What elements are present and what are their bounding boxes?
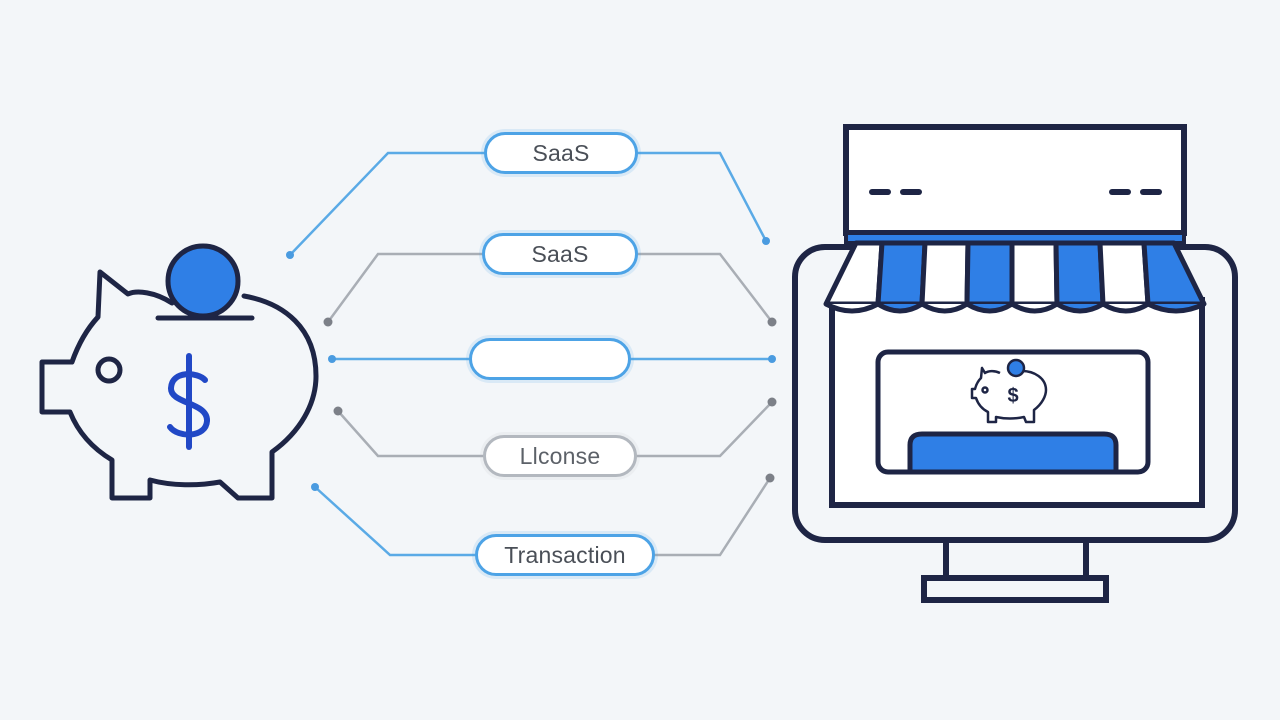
awning-scallops xyxy=(824,301,1206,314)
connector-lines xyxy=(289,151,773,557)
storefront-monitor-icon: $ xyxy=(792,124,1238,603)
endpoint-dot xyxy=(333,406,343,416)
connector-saas-second-right xyxy=(636,252,773,323)
endpoint-dot xyxy=(765,473,775,483)
endpoint-dot xyxy=(286,251,294,259)
pill-saas-top: SaaS xyxy=(484,132,638,174)
endpoint-dot xyxy=(311,483,319,491)
endpoint-dot xyxy=(767,397,777,407)
mini-piggy-bank-icon xyxy=(970,366,1048,424)
mini-dollar-sign-icon: $ xyxy=(1007,385,1018,407)
pill-transaction: Transaction xyxy=(475,534,655,576)
connector-transaction-right xyxy=(654,477,772,557)
piggy-eye xyxy=(95,356,123,384)
shop-sign-board xyxy=(843,124,1187,236)
dollar-sign-icon xyxy=(167,353,210,450)
monitor-stand xyxy=(943,543,1089,578)
pill-license: Llconse xyxy=(483,435,637,477)
piggy-body xyxy=(39,269,319,501)
monitor-base xyxy=(921,575,1109,603)
endpoint-dot xyxy=(328,355,336,363)
awning-stripes xyxy=(823,240,1207,307)
endpoint-dot xyxy=(323,317,333,327)
connector-saas-top-left xyxy=(289,151,486,256)
connector-saas-top-right xyxy=(636,151,768,242)
pill-blank xyxy=(469,338,631,380)
connector-transaction-left xyxy=(314,486,476,557)
pill-saas-second: SaaS xyxy=(482,233,638,275)
connector-endpoints xyxy=(286,237,777,491)
coin-icon xyxy=(165,243,241,319)
connector-license-right xyxy=(636,401,773,458)
endpoint-dot xyxy=(767,317,777,327)
endpoint-dot xyxy=(768,355,776,363)
endpoint-dot xyxy=(762,237,770,245)
mini-coin-icon xyxy=(1006,358,1026,378)
shop-counter xyxy=(907,431,1119,475)
connector-saas-second-left xyxy=(326,252,484,323)
connector-license-left xyxy=(337,410,484,458)
